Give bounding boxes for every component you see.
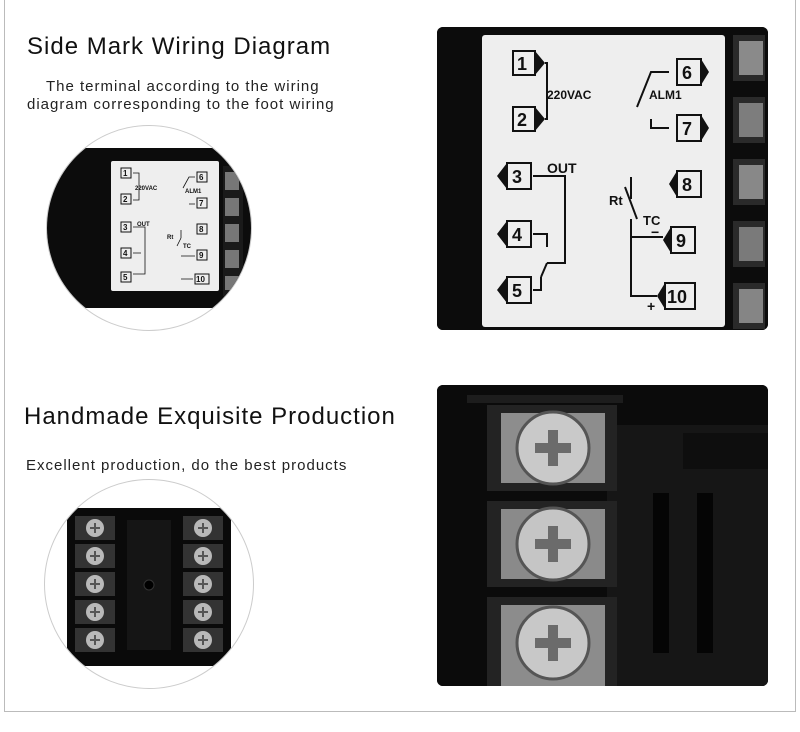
- small-t3: 3: [123, 223, 128, 232]
- small-t6: 6: [199, 173, 204, 182]
- section2-title: Handmade Exquisite Production: [24, 403, 396, 430]
- section1-subtitle-line2: diagram corresponding to the foot wiring: [27, 96, 335, 113]
- large-tc: TC: [643, 213, 661, 228]
- small-t10: 10: [196, 275, 205, 284]
- large-t2: 2: [517, 110, 527, 130]
- large-t7: 7: [682, 119, 692, 139]
- large-t5: 5: [512, 281, 522, 301]
- section1-subtitle-line1: The terminal according to the wiring: [46, 78, 320, 95]
- small-t5: 5: [123, 273, 128, 282]
- small-t2: 2: [123, 195, 128, 204]
- section2-subtitle: Excellent production, do the best produc…: [26, 457, 348, 474]
- section1-title: Side Mark Wiring Diagram: [27, 33, 332, 60]
- large-t1: 1: [517, 54, 527, 74]
- small-t8: 8: [199, 225, 204, 234]
- wiring-label-zoom-circle: 1 2 220VAC 6 7 ALM1 3 OUT 4 5 8 Rt TC 9 …: [46, 125, 252, 331]
- large-t9: 9: [676, 231, 686, 251]
- label-sticker: [482, 35, 725, 327]
- terminal-base-image: [67, 508, 231, 666]
- small-t4: 4: [123, 249, 128, 258]
- small-alarm: ALM1: [185, 189, 202, 195]
- wiring-label-small: 1 2 220VAC 6 7 ALM1 3 OUT 4 5 8 Rt TC 9 …: [47, 148, 251, 308]
- large-minus: −: [651, 224, 659, 240]
- small-out: OUT: [137, 222, 150, 228]
- edge-screws: [733, 35, 765, 329]
- page-frame: [4, 0, 796, 712]
- large-t3: 3: [512, 167, 522, 187]
- large-t4: 4: [512, 225, 522, 245]
- large-t8: 8: [682, 175, 692, 195]
- screw-terminals-photo: [437, 385, 768, 686]
- terminal-base-circle: [44, 479, 254, 689]
- large-t10: 10: [667, 287, 687, 307]
- large-alarm: ALM1: [649, 88, 682, 102]
- wiring-label-photo: 1 2 220VAC 3 OUT 4 5 6 ALM1 7 8 Rt TC 9 …: [437, 27, 768, 330]
- screw-terminal-2: [487, 501, 617, 587]
- large-rt: Rt: [609, 193, 623, 208]
- screw-terminals-image: [437, 385, 768, 686]
- screw-terminal-3: [487, 597, 617, 686]
- large-out: OUT: [547, 160, 577, 176]
- small-t1: 1: [123, 169, 128, 178]
- large-t6: 6: [682, 63, 692, 83]
- screw-terminal-1: [487, 405, 617, 491]
- small-rt: Rt: [167, 235, 173, 241]
- small-t7: 7: [199, 199, 204, 208]
- small-tc: TC: [183, 244, 192, 250]
- small-t9: 9: [199, 251, 204, 260]
- small-voltage: 220VAC: [135, 186, 158, 192]
- wiring-label-large: 1 2 220VAC 3 OUT 4 5 6 ALM1 7 8 Rt TC 9 …: [437, 27, 768, 330]
- large-voltage: 220VAC: [547, 88, 592, 102]
- large-plus: +: [647, 298, 655, 314]
- terminal-screws-left: [75, 516, 115, 652]
- terminal-screws-right: [183, 516, 223, 652]
